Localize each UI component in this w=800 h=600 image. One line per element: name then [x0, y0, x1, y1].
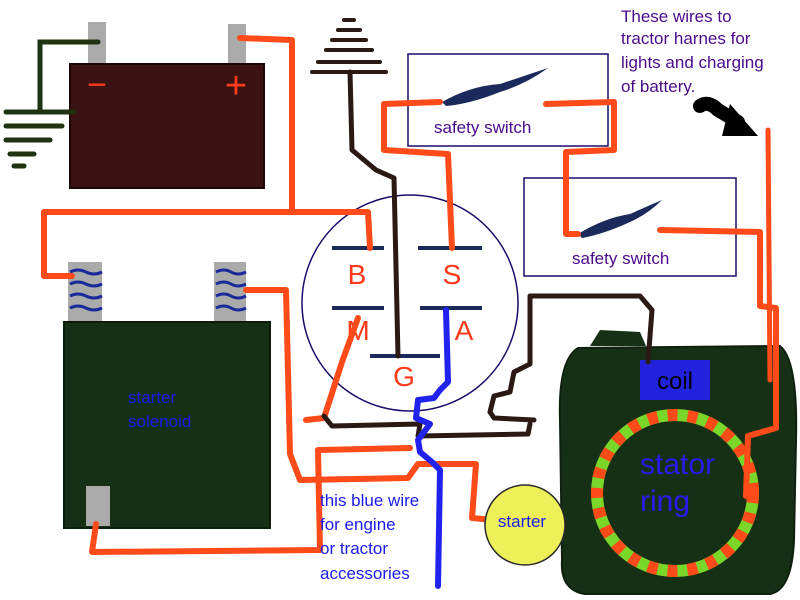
solenoid-small-terminal-wire — [89, 445, 413, 555]
battery-positive-wire — [41, 35, 295, 279]
blue-wire-note-line2: for engine — [320, 515, 396, 534]
stator-housing-notch — [590, 330, 646, 346]
battery-icon: − + — [69, 22, 265, 189]
battery-positive-post — [228, 24, 246, 66]
harness-note-line4: of battery. — [621, 77, 695, 96]
red-wires — [41, 35, 779, 555]
ignition-switch-outline — [301, 194, 519, 412]
battery-body — [69, 63, 265, 189]
ignition-switch: B S M A G — [301, 194, 519, 412]
safety-switch-1-label: safety switch — [434, 118, 531, 137]
safety-2-to-harness-wire — [657, 227, 779, 499]
solenoid-terminal-right-coil — [215, 268, 247, 312]
safety-switch-2: safety switch — [523, 177, 737, 277]
starter-label: starter — [498, 512, 547, 531]
safety-switch-2-label: safety switch — [572, 249, 669, 268]
solenoid-terminal-left-coil — [69, 268, 103, 312]
terminal-g-label: G — [393, 361, 415, 392]
blue-wire-note-line1: this blue wire — [320, 491, 419, 510]
terminal-s-label: S — [443, 259, 462, 290]
safety-switch-2-box — [523, 177, 737, 277]
harness-note-line1: These wires to — [621, 7, 732, 26]
solenoid-right-wire — [243, 287, 497, 523]
solenoid-label-line1: starter — [128, 388, 177, 407]
stator-assembly: coil stator ring — [558, 330, 798, 595]
starter-solenoid: starter solenoid — [63, 262, 271, 529]
switch-s-to-safety-wire — [381, 99, 455, 251]
blue-wire-note: this blue wire for engine or tractor acc… — [320, 491, 419, 583]
ground-wire — [37, 39, 101, 113]
switch-lever-icon — [578, 200, 662, 238]
coil-lower-wire — [487, 409, 537, 423]
coil-ground-wire — [321, 413, 533, 439]
chassis-ground-icon — [310, 18, 388, 74]
switch-lever-icon — [442, 68, 548, 106]
battery-negative-label: − — [87, 66, 107, 104]
chassis-ground-wire — [347, 69, 401, 359]
switch-m-wire — [303, 315, 361, 423]
arrow-head — [722, 104, 758, 136]
terminal-b-label: B — [348, 259, 367, 290]
battery-to-switch-b-wire — [289, 209, 373, 251]
coil-box — [640, 360, 710, 400]
harness-note-line2: tractor harnes for — [621, 29, 751, 48]
stator-label-line1: stator — [640, 448, 715, 481]
harness-wire — [765, 127, 773, 383]
solenoid-label-line2: solenoid — [128, 412, 191, 431]
starter-motor: starter — [484, 484, 566, 566]
stator-label-line2: ring — [640, 485, 690, 518]
safety-1-to-safety-2-wire — [543, 99, 617, 237]
arrow-right-icon — [693, 96, 758, 136]
blue-accessory-wire — [413, 307, 451, 589]
blue-wire-note-line4: accessories — [320, 564, 410, 583]
solenoid-small-terminal — [86, 486, 110, 526]
stator-ring-windings — [591, 409, 759, 577]
terminal-a-label: A — [455, 315, 474, 346]
battery-positive-label: + — [225, 65, 247, 107]
black-wires — [321, 69, 655, 439]
arrow-shaft — [693, 96, 745, 129]
coil-wire — [487, 293, 655, 415]
harness-note-line3: lights and charging — [621, 53, 764, 72]
blue-wire-note-line3: or tractor — [320, 539, 388, 558]
coil-label: coil — [657, 368, 693, 395]
starter-body — [484, 484, 566, 566]
ground-symbol-icon — [3, 39, 101, 169]
harness-note: These wires to tractor harnes for lights… — [621, 7, 764, 96]
